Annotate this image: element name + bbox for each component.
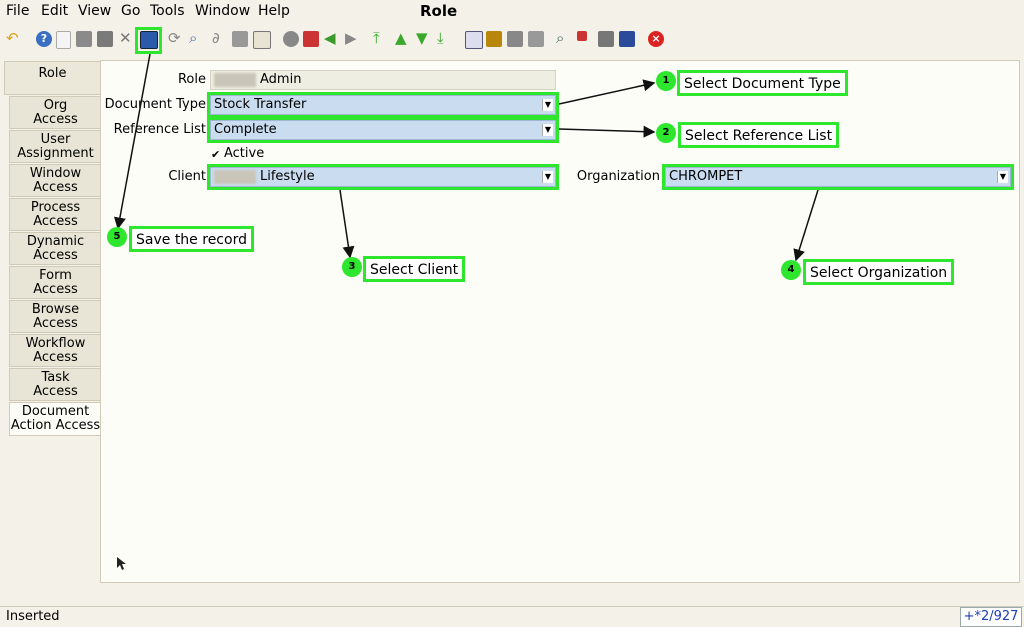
menu-window[interactable]: Window [195, 3, 251, 19]
product-info-icon[interactable] [598, 31, 614, 47]
step-3-badge: 3 [342, 257, 362, 277]
active-checkbox[interactable]: ✔ [211, 148, 221, 161]
window-title: Role [420, 2, 458, 20]
document-type-highlight [207, 92, 559, 118]
menu-tools[interactable]: Tools [150, 3, 185, 19]
step-5-badge: 5 [107, 227, 127, 247]
step-1-callout: Select Document Type [677, 70, 848, 96]
next-record-icon[interactable]: ▼ [416, 29, 428, 47]
save-icon-highlight [135, 27, 162, 54]
chat-icon[interactable] [232, 31, 248, 47]
workflow-icon[interactable] [619, 31, 635, 47]
organization-highlight [662, 164, 1014, 190]
step-4-badge: 4 [781, 260, 801, 280]
client-select[interactable]: Lifestyle▼ [210, 167, 556, 187]
copy-icon[interactable] [76, 31, 92, 47]
first-record-icon[interactable]: ⤒ [373, 29, 380, 47]
menu-bar: File Edit View Go Tools Window Help Role [0, 0, 1024, 24]
reference-list-highlight [207, 117, 559, 143]
chevron-down-icon[interactable]: ▼ [542, 99, 553, 111]
zoom-across-icon[interactable]: ⌕ [556, 29, 565, 47]
menu-go[interactable]: Go [121, 3, 141, 19]
document-type-select[interactable]: Stock Transfer▼ [210, 95, 556, 115]
attachment-icon[interactable]: ∂ [212, 29, 220, 47]
menu-help[interactable]: Help [258, 3, 290, 19]
document-type-label: Document Type [104, 97, 206, 112]
role-label: Role [177, 72, 206, 87]
step-1-badge: 1 [656, 71, 676, 91]
record-navigation-count[interactable]: +*2/927 [960, 607, 1022, 627]
find-icon[interactable]: ⌕ [189, 29, 198, 47]
step-4-callout: Select Organization [803, 259, 955, 285]
save-icon[interactable] [140, 31, 158, 49]
chevron-down-icon[interactable]: ▼ [542, 171, 553, 183]
step-3-callout: Select Client [363, 256, 466, 282]
grid-toggle-icon[interactable] [253, 31, 271, 49]
chevron-down-icon[interactable]: ▼ [542, 124, 553, 136]
step-2-callout: Select Reference List [678, 122, 840, 148]
tab-role[interactable]: Role [4, 61, 100, 95]
refresh-icon[interactable]: ⟳ [168, 29, 181, 47]
client-label: Client [168, 169, 206, 184]
status-message: Inserted [6, 609, 60, 624]
organization-label: Organization [576, 169, 660, 184]
reference-list-select[interactable]: Complete▼ [210, 120, 556, 140]
organization-select[interactable]: CHROMPET▼ [665, 167, 1011, 187]
archive-icon[interactable] [486, 31, 502, 47]
mouse-cursor-icon [117, 557, 126, 570]
print-icon[interactable] [507, 31, 523, 47]
forward-icon[interactable]: ▶ [345, 29, 357, 47]
last-record-icon[interactable]: ⤓ [437, 29, 444, 47]
toolbar: ↶ ? ✕ ⟳ ⌕ ∂ ◀ ▶ ⤒ ▲ ▼ ⤓ ⌕ × [0, 27, 1024, 55]
exit-icon[interactable]: × [648, 31, 664, 47]
help-icon[interactable]: ? [36, 31, 52, 47]
role-field: Admin [210, 70, 556, 90]
step-2-badge: 2 [656, 123, 676, 143]
client-highlight [207, 164, 559, 190]
home-icon[interactable] [303, 31, 319, 47]
record-panel [100, 60, 1020, 583]
request-icon[interactable] [577, 31, 587, 41]
previous-record-icon[interactable]: ▲ [395, 29, 407, 47]
delete-selection-icon[interactable]: ✕ [119, 29, 132, 47]
menu-view[interactable]: View [78, 3, 112, 19]
delete-icon[interactable] [97, 31, 113, 47]
active-label: Active [224, 146, 265, 161]
menu-edit[interactable]: Edit [41, 3, 69, 19]
print-preview-icon[interactable] [528, 31, 544, 47]
status-bar: Inserted +*2/927 [0, 606, 1024, 627]
history-icon[interactable] [283, 31, 299, 47]
report-icon[interactable] [465, 31, 483, 49]
chevron-down-icon[interactable]: ▼ [997, 171, 1008, 183]
menu-file[interactable]: File [6, 3, 30, 19]
back-icon[interactable]: ◀ [324, 29, 336, 47]
undo-icon[interactable]: ↶ [6, 29, 19, 47]
step-5-callout: Save the record [129, 226, 254, 252]
new-icon[interactable] [56, 31, 71, 49]
